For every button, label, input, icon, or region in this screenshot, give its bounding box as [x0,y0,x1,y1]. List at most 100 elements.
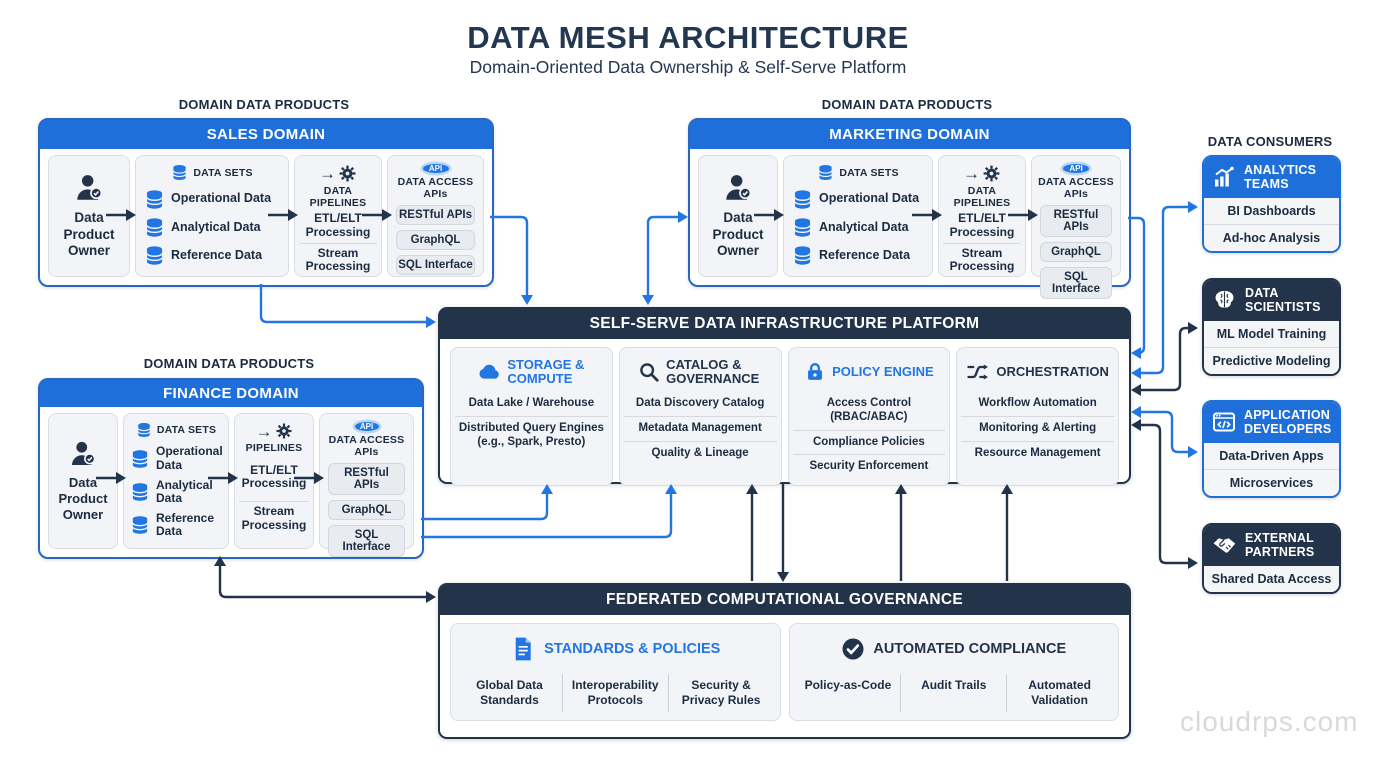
apis-title: DATA ACCESS APIs [328,434,405,458]
platform-item: Metadata Management [623,415,777,441]
api-pill: GraphQL [328,500,405,520]
platform-item: Workflow Automation [978,397,1097,409]
consumer-item: Ad-hoc Analysis [1204,223,1339,251]
governance-header: FEDERATED COMPUTATIONAL GOVERNANCE [440,585,1129,615]
section-title: STORAGE & COMPUTE [507,356,585,386]
section-title: STANDARDS & POLICIES [544,641,721,657]
orchestration-card: ORCHESTRATION Workflow Automation Monito… [956,347,1119,487]
arrow-glyph: → [319,164,336,183]
storage-compute-card: STORAGE & COMPUTE Data Lake / Warehouse … [450,347,613,487]
platform-item: Access Control (RBAC/ABAC) [826,397,912,423]
pipelines-title: DATA PIPELINES [309,185,367,209]
platform-item: Distributed Query Engines (e.g., Spark, … [455,415,608,455]
dataset-item: Analytical Data [171,219,261,234]
sales-apis-card: API DATA ACCESS APIs RESTful APIs GraphQ… [387,155,484,277]
database-icon [130,449,150,469]
owner-label: Data Product Owner [712,209,764,259]
consumer-item: BI Dashboards [1227,203,1316,218]
governance-item: Automated Validation [1006,674,1112,712]
cloud-icon [477,360,501,384]
owner-label: Data Product Owner [63,209,115,259]
finance-datasets-card: DATA SETS Operational Data Analytical Da… [123,413,229,549]
bar-chart-icon [1212,165,1236,189]
pipeline-item: ETL/ELT Processing [949,211,1015,239]
governance-item: Global Data Standards [476,678,543,707]
section-title: POLICY ENGINE [832,363,934,379]
sales-pipelines-card: → DATA PIPELINES ETL/ELT Processing Stre… [294,155,382,277]
code-window-icon [1212,410,1236,434]
consumer-item: Microservices [1204,468,1339,496]
dataset-item: Reference Data [171,247,263,262]
label-data-consumers: DATA CONSUMERS [1207,134,1333,149]
consumer-item: Shared Data Access [1211,571,1332,586]
governance-item: Interoperability Protocols [561,674,668,712]
owner-label: Data Product Owner [58,474,108,523]
api-pill: SQL Interface [396,255,475,275]
pipelines-title: PIPELINES [245,442,303,454]
finance-domain-box: FINANCE DOMAIN Data Product Owner DATA S… [38,378,424,559]
label-domain-products-sales: DOMAIN DATA PRODUCTS [178,97,350,112]
pipeline-item: ETL/ELT Processing [305,211,371,239]
sales-domain-box: SALES DOMAIN Data Product Owner DATA SET… [38,118,494,287]
consumer-title: ANALYTICS TEAMS [1244,163,1317,192]
database-icon [144,189,165,210]
standards-policies-card: STANDARDS & POLICIES Global Data Standar… [450,623,781,721]
api-badge-icon: API [422,164,449,173]
datasets-title: DATA SETS [156,424,217,436]
policy-engine-card: POLICY ENGINE Access Control (RBAC/ABAC)… [787,347,951,487]
api-pill: SQL Interface [328,525,405,557]
automated-compliance-card: AUTOMATED COMPLIANCE Policy-as-Code Audi… [788,623,1119,721]
finance-owner-card: Data Product Owner [48,413,118,549]
database-icon [144,217,165,238]
catalog-governance-card: CATALOG & GOVERNANCE Data Discovery Cata… [618,347,782,487]
platform-item: Compliance Policies [792,429,946,455]
marketing-apis-card: API DATA ACCESS APIs RESTful APIs GraphQ… [1031,155,1121,299]
governance-item: Policy-as-Code [804,678,892,692]
sales-domain-header: SALES DOMAIN [40,120,492,149]
api-badge-icon: API [1063,164,1089,173]
consumer-item: Predictive Modeling [1204,346,1339,374]
arrow-glyph: → [963,164,980,183]
database-icon [130,482,150,502]
database-icon [144,245,165,266]
database-icon [171,164,188,181]
finance-domain-header: FINANCE DOMAIN [40,380,422,407]
database-icon [136,422,152,438]
platform-item: Data Discovery Catalog [635,397,765,409]
platform-header: SELF-SERVE DATA INFRASTRUCTURE PLATFORM [440,309,1129,339]
pipeline-icon: → [256,422,293,440]
dataset-item: Analytical Data [156,477,213,505]
watermark: cloudrps.com [1180,706,1359,737]
person-check-icon [722,172,754,204]
marketing-domain-box: MARKETING DOMAIN Data Product Owner DATA… [688,118,1131,299]
platform-item: Resource Management [961,440,1114,466]
label-domain-products-marketing: DOMAIN DATA PRODUCTS [821,97,993,112]
sales-datasets-card: DATA SETS Operational Data Analytical Da… [135,155,289,277]
person-check-icon [73,172,105,204]
datasets-title: DATA SETS [839,166,899,179]
page-title: DATA MESH ARCHITECTURE [467,20,909,55]
label-domain-products-finance: DOMAIN DATA PRODUCTS [143,356,315,371]
platform-item: Monitoring & Alerting [961,415,1114,441]
arrow-glyph: → [255,421,273,441]
platform-item: Data Lake / Warehouse [468,397,595,409]
finance-pipelines-card: → PIPELINES ETL/ELT Processing Stream Pr… [234,413,314,549]
consumer-title: DATA SCIENTISTS [1245,286,1321,315]
data-scientists-box: DATA SCIENTISTS ML Model Training Predic… [1202,278,1341,376]
dataset-item: Operational Data [171,191,272,206]
brain-icon [1212,288,1237,313]
pipeline-item: Stream Processing [299,242,377,278]
section-title: AUTOMATED COMPLIANCE [873,641,1067,657]
dataset-item: Reference Data [156,511,215,539]
database-icon [792,245,813,266]
governance-item: Security & Privacy Rules [667,674,774,712]
governance-item: Audit Trails [900,674,1006,712]
gear-icon [338,164,357,183]
gear-icon [982,164,1001,183]
dataset-item: Reference Data [819,247,911,262]
api-pill: RESTful APIs [396,205,475,225]
check-circle-icon [841,637,865,661]
marketing-pipelines-card: → DATA PIPELINES ETL/ELT Processing Stre… [938,155,1026,277]
database-icon [130,515,150,535]
pipeline-item: Stream Processing [943,242,1021,278]
